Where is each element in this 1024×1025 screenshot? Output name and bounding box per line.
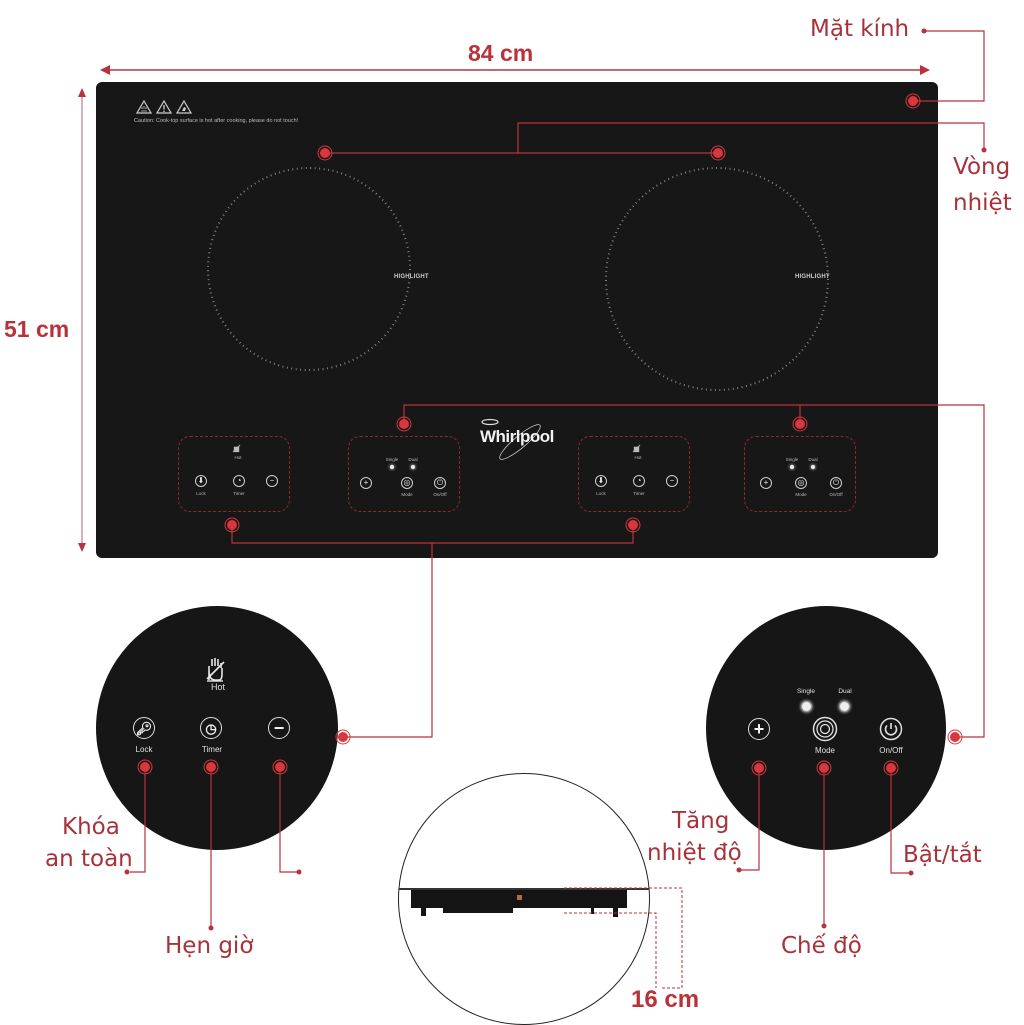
depth-dimension: 16 cm (631, 986, 700, 1013)
timer-button[interactable]: ◷ (200, 717, 222, 739)
mode-text: Mode (795, 492, 807, 497)
onoff-text: On/Off (829, 492, 843, 497)
single-text: Single (385, 457, 399, 462)
power-button[interactable] (879, 717, 903, 741)
cooktop-glass-surface: Caution: Cook-top surface is hot after c… (96, 82, 938, 558)
timer-text: Timer (233, 491, 245, 496)
dual-indicator-light (411, 465, 415, 469)
label-power: Bật/tắt (903, 842, 982, 868)
heating-zone-left (207, 167, 411, 371)
single-indicator-light (390, 465, 394, 469)
control-panel-right-2: Single Dual + ◎ Mode ⏻ On/Off (744, 436, 856, 512)
dual-indicator-light (839, 701, 850, 712)
brand-logo: Whirlpool (480, 427, 554, 446)
do-not-touch-warning-icon (176, 100, 192, 114)
cooktop-foot-right (613, 908, 618, 917)
hot-text: Hot (210, 682, 226, 692)
timer-text: Timer (201, 745, 223, 754)
label-heating-ring-2: nhiệt (953, 190, 1012, 216)
label-safety-lock-2: an toàn (45, 846, 133, 872)
hot-surface-warning-icon (136, 100, 152, 114)
control-panel-left-2: Hot ⬇ Lock ◔ Timer − (578, 436, 690, 512)
control-panel-left-1: Hot ⬇ Lock ◔ Timer − (178, 436, 290, 512)
plus-button[interactable]: + (760, 477, 772, 489)
timer-text: Timer (633, 491, 645, 496)
lock-text: Lock (196, 491, 206, 496)
mode-button[interactable] (812, 716, 838, 742)
mode-button[interactable]: ◎ (401, 477, 413, 489)
hot-hand-icon (632, 444, 641, 453)
plus-button[interactable]: + (360, 477, 372, 489)
cooktop-side-top-edge (399, 888, 649, 890)
cooktop-foot-mid (591, 908, 594, 914)
heating-zone-right (605, 167, 829, 391)
label-timer: Hẹn giờ (165, 933, 254, 959)
mode-text: Mode (401, 492, 413, 497)
minus-button[interactable]: − (666, 475, 678, 487)
dual-text: Dual (408, 457, 418, 462)
dual-indicator-light (811, 465, 815, 469)
single-text: Single (796, 688, 816, 695)
caution-text: Caution: Cook-top surface is hot after c… (134, 118, 299, 124)
minus-button[interactable]: − (268, 717, 290, 739)
label-increase-temp-2: nhiệt độ (647, 840, 742, 866)
label-mode: Chế độ (781, 933, 862, 959)
timer-button[interactable]: ◔ (633, 475, 645, 487)
lock-button[interactable]: 🔑︎ (133, 717, 155, 739)
control-panel-right-1: Single Dual + ◎ Mode ⏻ On/Off (348, 436, 460, 512)
warning-icons (136, 100, 192, 114)
onoff-text: On/Off (879, 746, 903, 755)
cooktop-side-logo-mark (517, 895, 522, 900)
plus-button[interactable]: + (748, 718, 770, 740)
lock-text: Lock (135, 745, 153, 754)
minus-button[interactable]: − (266, 475, 278, 487)
lock-button[interactable]: ⬇ (195, 475, 207, 487)
hot-text: Hot (234, 455, 242, 460)
cooktop-foot-left (421, 908, 426, 916)
caution-warning-icon (156, 100, 172, 114)
dual-text: Dual (838, 688, 852, 695)
onoff-button[interactable]: ⏻ (434, 477, 446, 489)
side-profile-view (398, 773, 650, 1025)
onoff-button[interactable]: ⏻ (830, 477, 842, 489)
lock-text: Lock (596, 491, 606, 496)
hot-text: Hot (634, 455, 642, 460)
hot-hand-icon (232, 444, 241, 453)
single-text: Single (785, 457, 799, 462)
single-indicator-light (790, 465, 794, 469)
label-heating-ring-1: Vòng (953, 154, 1011, 180)
height-dimension: 51 cm (4, 316, 70, 342)
onoff-text: On/Off (433, 492, 447, 497)
mode-text: Mode (814, 746, 836, 755)
dual-text: Dual (808, 457, 818, 462)
mode-button[interactable]: ◎ (795, 477, 807, 489)
lock-button[interactable]: ⬇ (595, 475, 607, 487)
zoom-left-control-panel: Hot 🔑︎ Lock ◷ Timer − (96, 606, 338, 850)
label-safety-lock-1: Khóa (62, 814, 120, 840)
label-increase-temp-1: Tăng (672, 808, 730, 834)
width-dimension: 84 cm (468, 40, 534, 66)
label-glass: Mặt kính (810, 16, 910, 42)
timer-button[interactable]: ◔ (233, 475, 245, 487)
zoom-right-control-panel: Single Dual + Mode On/Off (706, 606, 946, 850)
cooktop-vent (443, 908, 513, 913)
zone-left-label: HIGHLIGHT (394, 274, 429, 280)
hot-hand-icon (206, 658, 225, 682)
zone-right-label: HIGHLIGHT (795, 274, 830, 280)
single-indicator-light (801, 701, 812, 712)
